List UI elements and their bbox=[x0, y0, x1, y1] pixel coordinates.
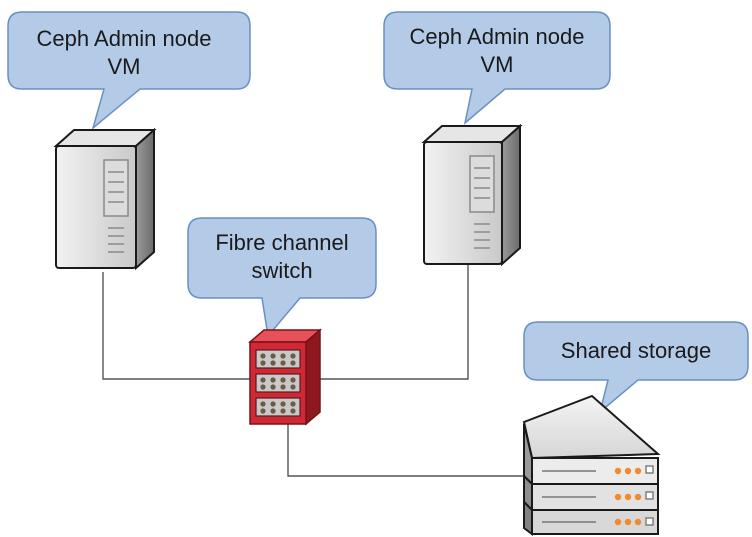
label-shared-storage: Shared storage bbox=[561, 338, 711, 363]
label-fc-switch-line1: Fibre channel bbox=[215, 230, 348, 255]
bubble-admin-vm-left: Ceph Admin node VM bbox=[7, 11, 251, 131]
link-right-vm-to-switch bbox=[318, 262, 469, 380]
link-left-vm-to-switch bbox=[102, 272, 250, 380]
label-fc-switch-line2: switch bbox=[251, 258, 312, 283]
bubble-admin-vm-right: Ceph Admin node VM bbox=[383, 11, 611, 125]
label-admin-vm-left-line2: VM bbox=[108, 54, 141, 79]
bubble-shared-storage: Shared storage bbox=[523, 321, 749, 415]
link-switch-to-storage bbox=[287, 424, 528, 477]
label-admin-vm-right-line2: VM bbox=[481, 52, 514, 77]
connections bbox=[102, 262, 528, 477]
bubble-fc-switch: Fibre channel switch bbox=[187, 217, 377, 338]
label-admin-vm-left-line1: Ceph Admin node bbox=[37, 26, 212, 51]
shared-storage-icon bbox=[522, 394, 661, 536]
label-admin-vm-right-line1: Ceph Admin node bbox=[410, 24, 585, 49]
tower-server-icon bbox=[53, 127, 157, 271]
tower-server-icon bbox=[421, 123, 523, 267]
fibre-channel-switch-icon bbox=[247, 328, 323, 426]
